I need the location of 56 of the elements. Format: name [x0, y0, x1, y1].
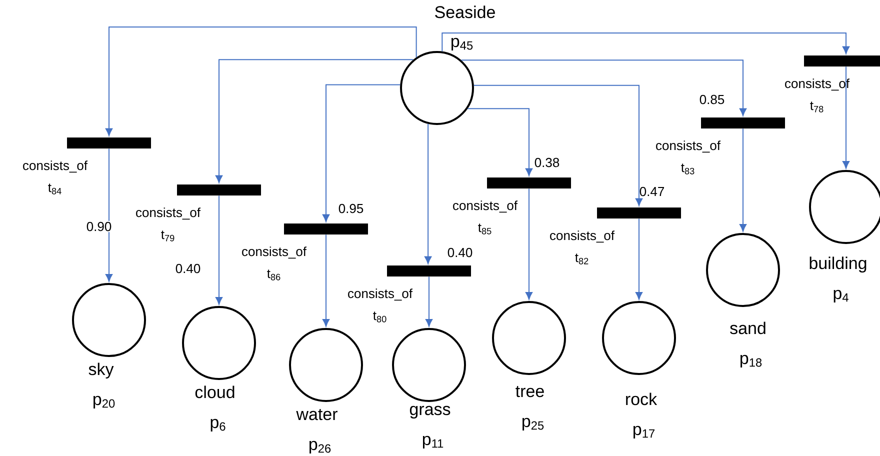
arrow [739, 128, 747, 232]
transition-label: t$_{83}$ [680, 162, 696, 176]
arrow [424, 123, 432, 264]
edge-label: 0.90 [85, 220, 113, 232]
place-label: Seaside [433, 4, 497, 20]
arrow [473, 84, 643, 206]
arrow [105, 26, 417, 136]
transition-label: t$_{80}$ [372, 310, 388, 324]
edge-label: 0.40 [174, 262, 202, 274]
transition-label: t$_{84}$ [46, 182, 64, 196]
place-label: sand [728, 320, 768, 336]
transition-label: consists_of [240, 246, 308, 260]
place-label: p$_{6}$ [208, 418, 228, 433]
arrow [105, 148, 113, 282]
transition-label: t$_{79}$ [160, 230, 176, 242]
arrow [460, 60, 747, 116]
place-label: sky [87, 362, 115, 380]
place-label: p$_{25}$ [520, 416, 546, 432]
weight-label: 0.47 [638, 186, 666, 198]
place-label: p$_{11}$ [420, 434, 446, 450]
place-label: p$_{4}$ [832, 288, 850, 304]
arrow [635, 218, 643, 300]
place-label: cloud [194, 384, 236, 400]
arrow [842, 66, 850, 169]
transition-label: t$_{86}$ [266, 268, 282, 282]
place-label: building [808, 256, 868, 274]
place-label: p$_{20}$ [91, 394, 117, 410]
transition-label: consists_of [654, 140, 722, 154]
transition-label: consists_of [548, 230, 616, 244]
place-label: p$_{45}$ [449, 36, 475, 52]
place-label: rock [624, 392, 658, 406]
weight-label: 0.40 [446, 246, 474, 258]
place-label: p$_{18}$ [738, 354, 764, 369]
transition-label: consists_of [134, 206, 202, 221]
place-label: grass [408, 404, 452, 420]
transition-label: consists_of [346, 288, 414, 302]
transition-label: t$_{82}$ [574, 252, 590, 266]
place-label: p$_{26}$ [307, 440, 333, 455]
transition-label: t$_{78}$ [808, 100, 826, 114]
arrow [442, 32, 850, 54]
weight-label: 0.85 [698, 94, 726, 106]
arrow [322, 84, 401, 222]
transition-label: t$_{85}$ [476, 222, 494, 236]
arrow [467, 108, 533, 176]
place-label: water [295, 408, 339, 422]
weight-label: 0.38 [533, 156, 561, 168]
arrow [215, 59, 414, 184]
arrow [322, 234, 330, 327]
transition-label: consists_of [21, 160, 89, 174]
place-label: tree [514, 385, 546, 398]
place-label: p$_{17}$ [631, 424, 657, 440]
transition-label: consists_of [452, 200, 519, 214]
arrow [215, 195, 223, 305]
weight-label: 0.95 [337, 202, 365, 214]
arrow [525, 188, 533, 300]
arrow [425, 276, 433, 327]
